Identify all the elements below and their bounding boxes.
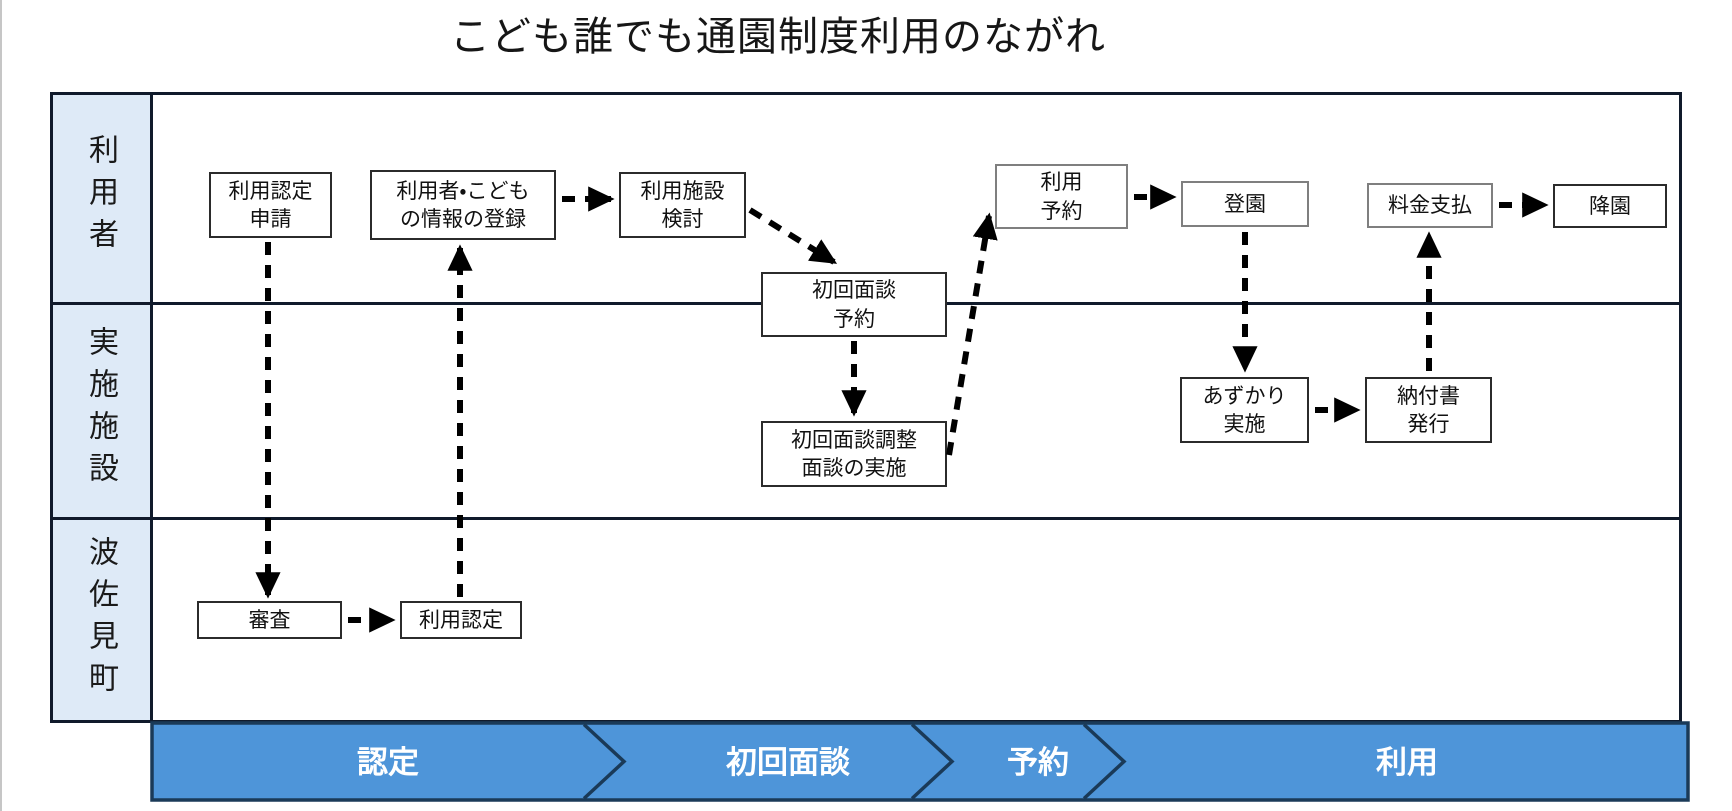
phase-label-use: 利用: [1376, 745, 1438, 781]
lane-label-facility: 実施施設: [83, 325, 118, 494]
node-facility-consideration: 利用施設 検討: [619, 172, 746, 238]
arrow-consideration-to-interview-reservation: [748, 207, 838, 265]
page-title: こども誰でも通園制度利用のながれ: [450, 14, 1106, 60]
phase-band-background: [150, 721, 1690, 802]
lane-header-town: 波佐見町: [50, 517, 153, 723]
phase-label-first-interview: 初回面談: [726, 745, 850, 781]
phase-band: 認定 初回面談 予約 利用: [150, 721, 1690, 802]
node-use-reservation: 利用 予約: [995, 164, 1128, 229]
phase-label-reservation: 予約: [1007, 745, 1069, 781]
node-use-certification-application: 利用認定 申請: [209, 172, 332, 238]
node-user-child-info-registration: 利用者・こども の情報の登録: [370, 170, 556, 240]
lane-header-facility: 実施施設: [50, 302, 153, 517]
node-fee-payment: 料金支払: [1367, 183, 1493, 228]
lane-divider-2: [50, 517, 1682, 520]
node-first-interview-reservation: 初回面談 予約: [761, 272, 947, 337]
phase-label-certification: 認定: [357, 745, 419, 781]
lane-header-user: 利用者: [50, 92, 153, 302]
arrow-interview-conduct-to-use-reservation: [946, 212, 998, 456]
phase-chevron-divider-3: [1082, 723, 1127, 800]
phase-chevron-divider-2: [910, 723, 955, 800]
node-leave-facility: 降園: [1553, 184, 1667, 228]
lane-label-user: 利用者: [83, 134, 118, 260]
node-childcare-provided: あずかり 実施: [1180, 377, 1309, 443]
node-use-certification: 利用認定: [400, 601, 522, 639]
node-screening: 審査: [197, 601, 342, 639]
node-arrive-at-facility: 登園: [1181, 181, 1309, 227]
node-payment-slip-issuance: 納付書 発行: [1365, 377, 1492, 443]
node-interview-adjustment-conduct: 初回面談調整 面談の実施: [761, 421, 947, 487]
phase-chevron-divider-1: [582, 723, 627, 800]
lane-label-town: 波佐見町: [83, 536, 118, 704]
